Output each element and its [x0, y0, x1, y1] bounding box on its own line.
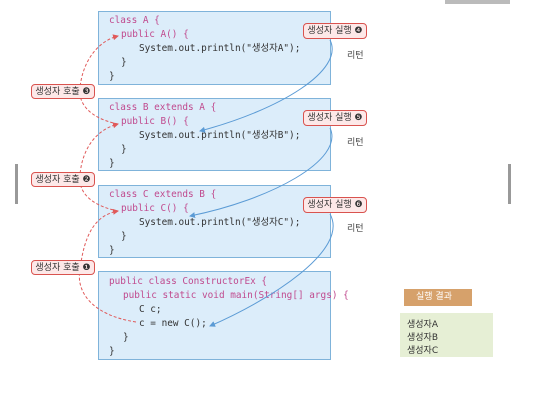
class-a-line-3: System.out.println("생성자A");: [139, 43, 301, 54]
class-b-code: class B extends A { public B() { System.…: [99, 99, 300, 176]
class-c-line-4: }: [121, 231, 127, 242]
class-c-box: class C extends B { public C() { System.…: [98, 185, 331, 258]
class-a-line-1: class A {: [109, 15, 160, 26]
return-label-2: 리턴: [347, 138, 364, 148]
result-line-2: 생성자B: [407, 333, 439, 343]
call-label-3: 생성자 호출 ❸: [31, 84, 95, 99]
return-arrow-3: [209, 213, 334, 327]
exec-label-4: 생성자 실행 ❹: [303, 23, 367, 39]
class-c-code: class C extends B { public C() { System.…: [99, 186, 300, 263]
main-line-4: c = new C();: [139, 318, 207, 329]
class-a-line-2: public A() {: [121, 29, 189, 40]
class-b-line-2: public B() {: [121, 116, 189, 127]
main-line-3: C c;: [139, 304, 162, 315]
exec-label-6: 생성자 실행 ❻: [303, 197, 367, 213]
class-a-line-5: }: [109, 71, 115, 82]
call-label-2: 생성자 호출 ❷: [31, 172, 95, 187]
exec-label-5: 생성자 실행 ❺: [303, 110, 367, 126]
main-line-1: public class ConstructorEx {: [109, 276, 268, 287]
main-line-2: public static void main(String[] args) {: [123, 290, 349, 301]
main-class-code: public class ConstructorEx { public stat…: [99, 272, 349, 360]
class-b-line-4: }: [121, 144, 127, 155]
return-label-3: 리턴: [347, 224, 364, 234]
return-arrow-2: [189, 127, 333, 218]
result-line-1: 생성자A: [407, 320, 438, 330]
class-c-line-5: }: [109, 245, 115, 256]
class-a-box: class A { public A() { System.out.printl…: [98, 11, 331, 85]
call-arrow-3: [79, 34, 119, 125]
return-arrow-1: [199, 39, 333, 133]
class-b-box: class B extends A { public B() { System.…: [98, 98, 331, 171]
left-scrollbar[interactable]: [15, 164, 18, 204]
result-tag: 실행 결과: [404, 289, 472, 306]
class-b-line-1: class B extends A {: [109, 102, 217, 113]
return-label-1: 리턴: [347, 51, 364, 61]
class-a-line-4: }: [121, 57, 127, 68]
call-arrow-2: [79, 122, 119, 212]
main-line-5: }: [123, 332, 129, 343]
result-box: 생성자A 생성자B 생성자C: [400, 313, 493, 357]
class-c-line-1: class C extends B {: [109, 189, 217, 200]
class-b-line-3: System.out.println("생성자B");: [139, 130, 301, 141]
class-b-line-5: }: [109, 158, 115, 169]
main-line-6: }: [109, 346, 115, 357]
top-scroll-indicator: [445, 0, 510, 4]
class-a-code: class A { public A() { System.out.printl…: [99, 12, 300, 89]
right-scrollbar[interactable]: [508, 164, 511, 204]
call-label-1: 생성자 호출 ❶: [31, 260, 95, 275]
class-c-line-3: System.out.println("생성자C");: [139, 217, 301, 228]
result-line-3: 생성자C: [407, 346, 439, 356]
class-c-line-2: public C() {: [121, 203, 189, 214]
main-class-box: public class ConstructorEx { public stat…: [98, 271, 349, 360]
